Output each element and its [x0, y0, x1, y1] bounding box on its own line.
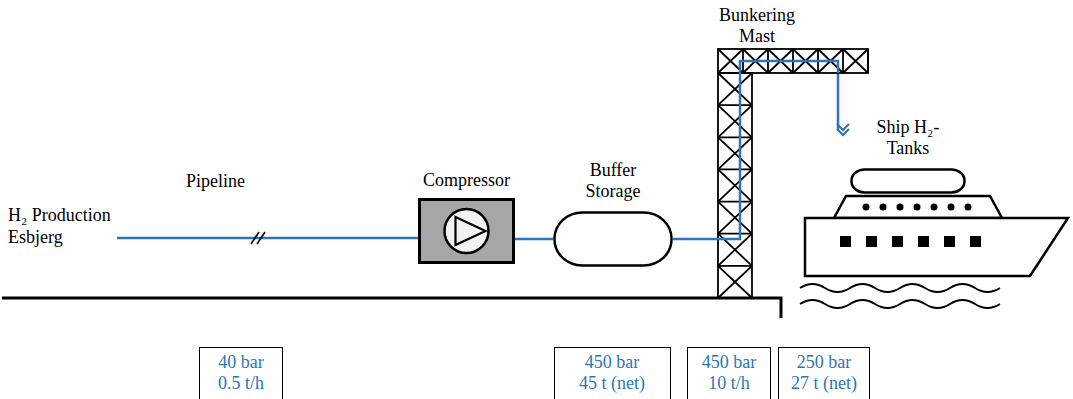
- hull-window: [866, 236, 877, 247]
- break-stroke: [257, 232, 265, 244]
- compressor-unit: Compressor: [418, 170, 515, 264]
- porthole: [880, 204, 887, 211]
- hydrogen-line: [515, 238, 553, 241]
- ship-tank: Ship H₂-Tanks: [850, 117, 966, 194]
- bunkering-mast: Bunkering Mast: [700, 5, 872, 298]
- porthole: [914, 204, 921, 211]
- water-waves: [800, 284, 1000, 308]
- component-label: Ship H₂-Tanks: [868, 117, 948, 160]
- porthole: [965, 204, 972, 211]
- tank-vessel: [852, 170, 965, 193]
- pipeline-break-mark: [251, 232, 265, 244]
- hydrogen-line: [673, 238, 700, 241]
- parameter-box: 40 bar 0.5 t/h: [199, 347, 283, 399]
- hull-window: [970, 236, 981, 247]
- buffer-storage: Buffer Storage: [553, 160, 673, 267]
- parameter-box: 450 bar 10 t/h: [687, 347, 771, 399]
- hull-window: [892, 236, 903, 247]
- pipeline-label: Pipeline: [186, 171, 276, 193]
- window-row: [840, 236, 981, 247]
- hull-window: [944, 236, 955, 247]
- lattice-cell: [718, 105, 752, 137]
- compressor-shape: [418, 198, 515, 264]
- capsule-shape: [553, 211, 673, 267]
- storage-vessel: [555, 213, 672, 266]
- ship-superstructure: [834, 196, 1002, 218]
- wave: [800, 300, 1000, 308]
- porthole: [931, 204, 938, 211]
- compressor-housing: [420, 200, 514, 263]
- source-label: H₂ Production Esbjerg: [8, 205, 133, 248]
- mast-tower: [718, 73, 752, 298]
- porthole-row: [863, 204, 972, 211]
- lattice-cell: [718, 137, 752, 169]
- parameter-value: 450 bar 10 t/h: [694, 348, 764, 393]
- lattice-cell: [718, 73, 752, 105]
- hull-window: [840, 236, 851, 247]
- pipeline-line: [117, 237, 418, 240]
- lattice-cell: [843, 49, 868, 73]
- parameter-value: 40 bar 0.5 t/h: [206, 348, 276, 393]
- pump-triangle: [456, 217, 486, 245]
- ship-hull: [805, 218, 1068, 276]
- component-label: Compressor: [418, 170, 515, 192]
- hydrogen-line: [837, 73, 840, 130]
- component-label: Buffer Storage: [573, 160, 653, 203]
- hull-window: [918, 236, 929, 247]
- pump-symbol: [445, 209, 489, 253]
- parameter-value: 450 bar 45 t (net): [577, 348, 647, 393]
- tank-shape: [850, 168, 966, 194]
- lattice-cell: [718, 169, 752, 201]
- lattice-cell: [718, 202, 752, 234]
- wave: [800, 284, 1000, 292]
- porthole: [948, 204, 955, 211]
- porthole: [897, 204, 904, 211]
- porthole: [863, 204, 870, 211]
- mast-internal-line: [700, 61, 838, 239]
- parameter-box: 250 bar 27 t (net): [778, 347, 870, 399]
- parameter-value: 250 bar 27 t (net): [789, 348, 859, 393]
- ground-quay-line: [2, 298, 781, 318]
- lattice-cell: [718, 266, 752, 298]
- parameter-box: 450 bar 45 t (net): [554, 347, 671, 399]
- ship: [805, 196, 1068, 276]
- mast-shape: [700, 48, 872, 298]
- component-label: Bunkering Mast: [707, 5, 807, 48]
